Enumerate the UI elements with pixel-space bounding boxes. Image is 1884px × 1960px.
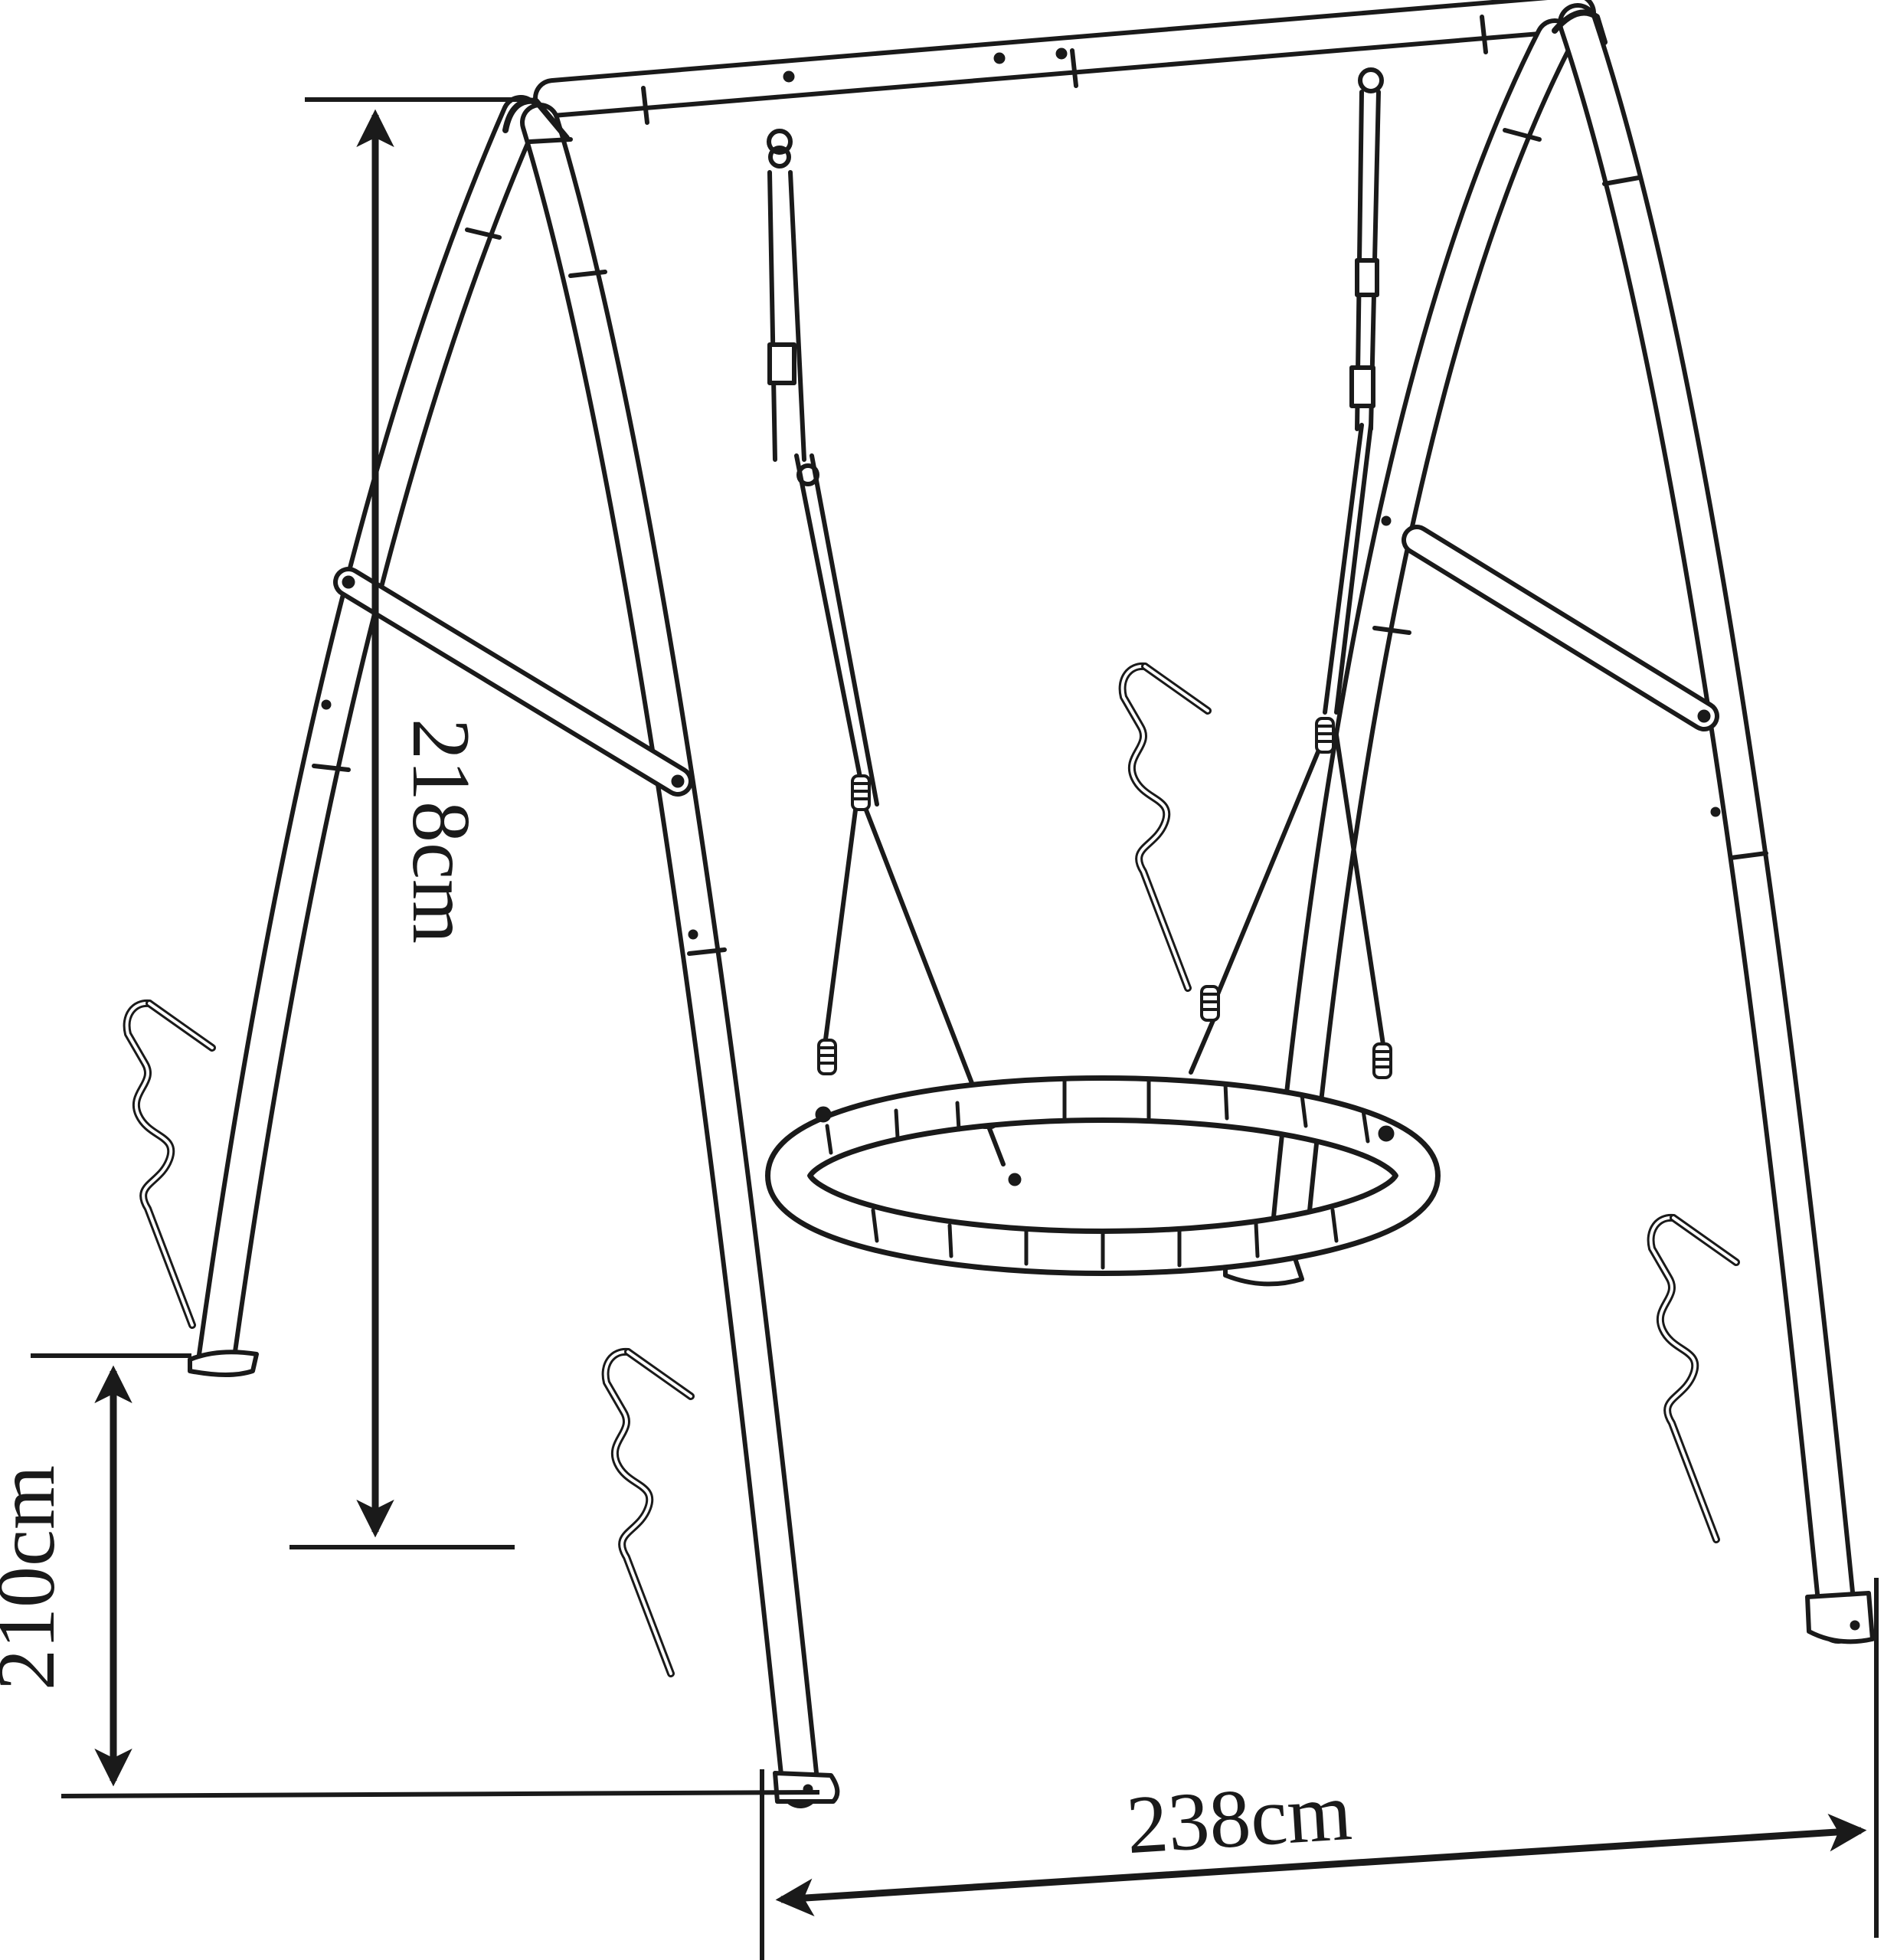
left-corner-joint [502, 97, 570, 141]
right-cross-brace [1402, 525, 1719, 731]
width-label: 238cm [1124, 1766, 1354, 1871]
rope-clamp-icon [851, 774, 871, 811]
height-top-label: 218cm [395, 718, 486, 944]
rope-clamp-icon [1315, 717, 1335, 754]
swing-frame [188, 0, 1875, 1808]
height-side-label: 210cm [0, 1465, 72, 1690]
rope-clamp-icon [1372, 1042, 1392, 1079]
ground-stake-icon [127, 1003, 212, 1325]
left-rear-leg [520, 103, 820, 1808]
dimension-lines [31, 97, 1879, 1960]
rope-clamp-icon [817, 1039, 837, 1075]
ground-stake-icon [1123, 666, 1208, 988]
ground-stake-icon [1651, 1218, 1736, 1540]
ground-stake-icon [606, 1352, 691, 1674]
width-arrow [775, 1813, 1867, 1917]
left-hanger [767, 129, 879, 807]
right-corner-joint [1552, 9, 1608, 45]
left-front-leg [197, 95, 541, 1376]
right-front-foot [1805, 1591, 1875, 1644]
right-front-leg [1558, 3, 1858, 1644]
nest-swing [765, 67, 1441, 1276]
top-beam [533, 0, 1596, 125]
left-front-foot [188, 1350, 259, 1377]
rope-clamp-icon [1200, 985, 1220, 1022]
right-hanger [1323, 67, 1384, 715]
left-cross-brace [333, 567, 693, 797]
right-rear-leg [1271, 18, 1575, 1245]
ring-padding-segments [825, 1078, 1370, 1270]
height-side-base-line [61, 1790, 820, 1798]
